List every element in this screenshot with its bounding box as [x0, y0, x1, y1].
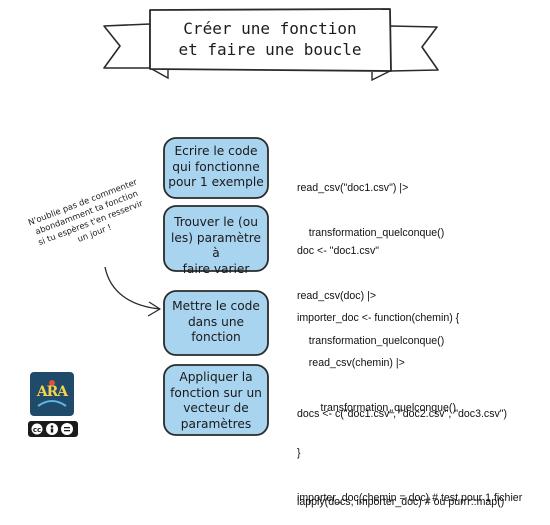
step-2-line-1: Trouver le (ou	[174, 215, 258, 229]
code-1-line-1: read_csv("doc1.csv") |>	[297, 182, 409, 194]
step-1-line-1: Ecrire le code	[174, 144, 258, 158]
banner-left-fold	[149, 67, 169, 80]
step-1-label: Ecrire le code qui fonctionne pour 1 exe…	[166, 144, 266, 191]
step-1-box	[163, 137, 269, 199]
steps-diagram	[104, 137, 269, 436]
step-1-line-2: qui fonctionne	[172, 159, 260, 174]
step-1-line-3: pour 1 exemple	[168, 175, 264, 189]
banner-right-fold	[371, 70, 391, 82]
code-2-line-1: doc <- "doc1.csv"	[297, 245, 380, 257]
step-3-line-1: Mettre le code	[172, 299, 260, 313]
title-line-2: et faire une boucle	[178, 40, 362, 59]
step-4-line-4: paramètres	[180, 416, 252, 431]
code-2-line-2: read_csv(doc) |>	[297, 290, 377, 302]
step-4-line-1: Appliquer la	[179, 370, 253, 384]
step-4-box	[163, 364, 269, 436]
step-2-line-3: faire varier	[182, 261, 250, 276]
code-3-line-1: importer_doc <- function(chemin) {	[297, 312, 460, 324]
banner	[103, 8, 439, 82]
code-4-line-3: lapply(docs, importer_doc) # ou purrr::m…	[297, 496, 505, 508]
step-3-line-3: fonction	[191, 330, 241, 344]
svg-text:cc: cc	[33, 426, 41, 434]
step-2-label: Trouver le (ou les) paramètre à faire va…	[166, 215, 266, 277]
step-2-line-2: les) paramètre à	[171, 230, 261, 261]
logo-graphic	[37, 380, 67, 407]
step-4-line-2: fonction sur un	[170, 385, 262, 400]
step-4-label: Appliquer la fonction sur un vecteur de …	[166, 370, 266, 432]
step-3-label: Mettre le code dans une fonction	[166, 299, 266, 346]
license-badge: cc	[28, 421, 78, 437]
code-4-line-2	[297, 452, 507, 465]
code-block-2: doc <- "doc1.csv" read_csv(doc) |> trans…	[297, 214, 444, 364]
title-line-1: Créer une fonction	[183, 19, 357, 38]
banner-face	[149, 8, 392, 72]
code-block-1: read_csv("doc1.csv") |> transformation_q…	[297, 151, 444, 256]
note-arrow	[104, 266, 161, 310]
license-icons: cc	[30, 422, 73, 436]
code-1-line-2: transformation_quelconque()	[297, 227, 445, 239]
note-arrow-head	[147, 301, 161, 317]
logo-text: ARA	[36, 384, 68, 400]
code-2-line-3: transformation_quelconque()	[297, 335, 445, 347]
code-3-line-2: read_csv(chemin) |>	[297, 357, 405, 369]
step-2-box	[163, 205, 269, 272]
code-block-4: docs <- c("doc1.csv", "doc2.csv", "doc3.…	[297, 377, 507, 525]
code-4-line-1: docs <- c("doc1.csv", "doc2.csv", "doc3.…	[297, 408, 508, 420]
nd-icon	[61, 423, 73, 435]
step-3-line-2: dans une	[187, 314, 245, 329]
ara-logo: ARA	[30, 372, 74, 416]
code-3-line-3: transformation_quelconque()	[297, 402, 456, 414]
step-4-line-3: vecteur de	[183, 401, 249, 415]
step-3-box	[163, 290, 269, 356]
